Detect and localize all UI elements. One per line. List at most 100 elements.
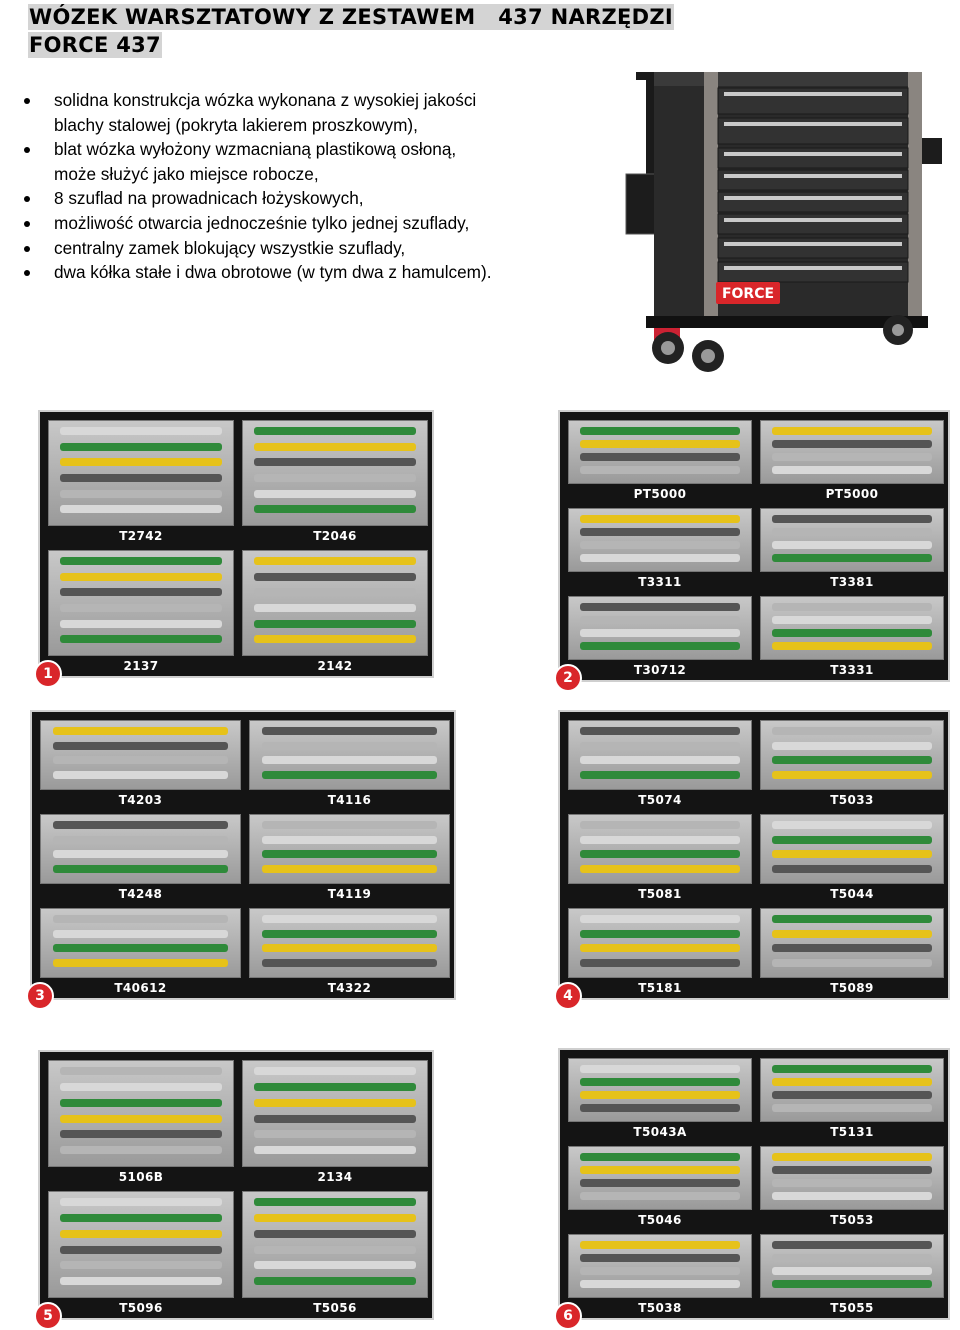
tool-item (771, 1280, 933, 1288)
tool-item (60, 1213, 222, 1222)
tool-item (579, 1241, 741, 1249)
tray-label: T5044 (830, 887, 874, 901)
tool-item (52, 929, 229, 938)
cart-drawer (717, 87, 909, 115)
tray-label: T5081 (638, 887, 682, 901)
tool-item (254, 557, 416, 565)
tray-label: T40612 (114, 981, 167, 995)
tool-item (254, 1098, 416, 1107)
tray-label: PT5000 (633, 487, 687, 501)
tool-item (579, 541, 741, 549)
tool-item (254, 1082, 416, 1091)
tray-label: T5033 (830, 793, 874, 807)
feature-item: możliwość otwarcia jednocześnie tylko je… (24, 211, 492, 236)
tool-item (579, 1091, 741, 1099)
tool-item (52, 756, 229, 764)
tray-T5181 (568, 908, 752, 978)
force-logo: FORCE (716, 282, 780, 304)
tool-item (771, 944, 933, 952)
tool-item (60, 572, 222, 581)
drawer-handle (724, 242, 902, 246)
tray-T3381 (760, 508, 944, 572)
tool-item (254, 427, 416, 435)
tool-item (579, 1179, 741, 1187)
tray-T5131 (760, 1058, 944, 1122)
tool-item (771, 642, 933, 650)
cart-drawer (717, 117, 909, 145)
tray-label: T4322 (327, 981, 372, 995)
tool-item (579, 1104, 741, 1112)
tray-PT5000 (568, 420, 752, 484)
tool-item (254, 458, 416, 467)
tray-label: T5046 (638, 1213, 682, 1227)
tool-item (261, 821, 438, 829)
cart-frame-right (908, 72, 922, 318)
tool-item (60, 474, 222, 482)
cart-drawer (717, 191, 909, 213)
tool-item (771, 515, 933, 523)
tray-T5038 (568, 1234, 752, 1298)
tool-item (579, 958, 741, 967)
tray-label: T30712 (633, 663, 687, 677)
tray-T4248 (40, 814, 241, 884)
tool-item (254, 1067, 416, 1075)
feature-item: blachy stalowej (pokryta lakierem proszk… (54, 114, 418, 135)
tray-label: T4248 (118, 887, 163, 901)
tray-label: T3331 (830, 663, 874, 677)
tool-item (261, 835, 438, 844)
tray-label: T5131 (830, 1125, 874, 1139)
tool-item (60, 505, 222, 514)
tool-item (579, 528, 741, 536)
tool-item (60, 1245, 222, 1254)
tool-item (254, 505, 416, 514)
feature-list: solidna konstrukcja wózka wykonana z wys… (24, 88, 492, 285)
cart-drawer (717, 261, 909, 283)
tool-item (771, 554, 933, 562)
tray-T3331 (760, 596, 944, 660)
tool-item (771, 741, 933, 750)
cart-frame-left (704, 72, 718, 318)
tool-item (579, 1078, 741, 1086)
feature-item: solidna konstrukcja wózka wykonana z wys… (24, 88, 492, 113)
tray-label: T5096 (119, 1301, 163, 1315)
tool-item (60, 635, 222, 644)
drawer-handle (724, 92, 902, 96)
tray-label: 5106B (118, 1170, 164, 1184)
tool-item (771, 1267, 933, 1275)
cart-drawer (717, 169, 909, 191)
tray-T4116 (249, 720, 450, 790)
tool-item (771, 466, 933, 474)
tool-item (254, 1114, 416, 1123)
tray-label: 2142 (317, 659, 353, 673)
tray-T30712 (568, 596, 752, 660)
tool-item (60, 1198, 222, 1206)
tray-label: T4119 (327, 887, 372, 901)
tray-T40612 (40, 908, 241, 978)
tray-T5096 (48, 1191, 234, 1298)
tool-item (771, 835, 933, 844)
tray-label: 2137 (123, 659, 159, 673)
drawer-number-badge: 6 (554, 1302, 582, 1330)
tool-item (60, 1098, 222, 1107)
tray-T4322 (249, 908, 450, 978)
tool-item (60, 557, 222, 565)
tool-item (60, 619, 222, 628)
title-line-1: WÓZEK WARSZTATOWY Z ZESTAWEM 437 NARZĘDZ… (28, 4, 675, 30)
tool-item (52, 864, 229, 873)
tool-item (60, 604, 222, 612)
tool-item (52, 958, 229, 967)
tool-item (52, 915, 229, 923)
tool-item (60, 489, 222, 498)
tool-item (579, 727, 741, 735)
tool-item (60, 1261, 222, 1270)
tool-item (261, 741, 438, 750)
tool-item (771, 1091, 933, 1099)
tray-label: T2046 (313, 529, 357, 543)
tool-item (579, 1065, 741, 1073)
tool-item (579, 741, 741, 750)
tool-item (771, 1166, 933, 1174)
drawer-handle (724, 122, 902, 126)
tray-label: T5056 (313, 1301, 357, 1315)
tool-item (60, 1114, 222, 1123)
tray-label: T5055 (830, 1301, 874, 1315)
